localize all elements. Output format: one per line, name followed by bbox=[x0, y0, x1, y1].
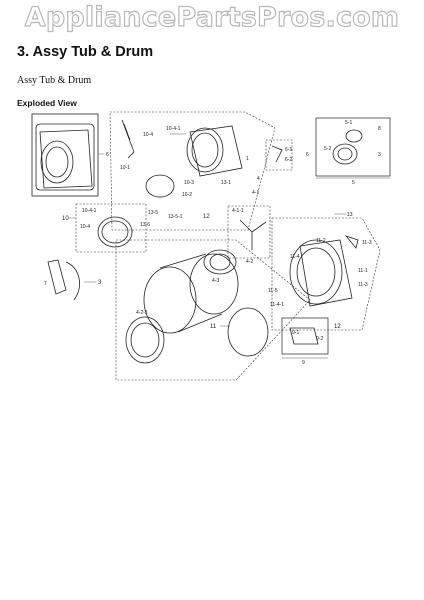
motor-group bbox=[315, 117, 391, 179]
callout-13-5: 13-5 bbox=[148, 210, 158, 216]
callout-5-2: 5-2 bbox=[324, 146, 331, 152]
callout-11-4-1: 11-4-1 bbox=[270, 302, 284, 308]
front-panel-group bbox=[109, 111, 276, 231]
callout-6: 6 bbox=[106, 152, 109, 158]
callout-11-4: 11-4 bbox=[290, 254, 300, 260]
callout-10-3: 10-3 bbox=[184, 180, 194, 186]
callout-7: 7 bbox=[44, 281, 47, 287]
callout-9: 9 bbox=[302, 360, 305, 366]
view-title: Exploded View bbox=[17, 98, 77, 108]
callout-4-2-1: 4-2-1 bbox=[136, 310, 148, 316]
callout-11-3-top: 11-3 bbox=[362, 240, 372, 246]
callout-1: 1 bbox=[246, 156, 249, 162]
callout-13-6: 13-6 bbox=[140, 222, 150, 228]
hinge-group bbox=[47, 259, 96, 301]
damper-group bbox=[281, 317, 329, 359]
callout-9-1: 9-1 bbox=[292, 330, 299, 336]
spider-group bbox=[203, 205, 271, 275]
callout-13-1: 13-1 bbox=[221, 180, 231, 186]
callout-10-4-1: 10-4-1 bbox=[166, 126, 181, 132]
callout-3: 3 bbox=[378, 152, 381, 158]
tub-front-group bbox=[220, 307, 269, 357]
callout-4-2: 4-2 bbox=[246, 259, 253, 265]
callout-5-1: 5-1 bbox=[345, 120, 352, 126]
door-gasket-group bbox=[68, 203, 147, 253]
callout-11-3: 11-3 bbox=[358, 282, 368, 288]
callout-10: 10 bbox=[62, 216, 69, 222]
assembly-inset bbox=[31, 113, 104, 197]
callout-4-1-1: 4-1-1 bbox=[232, 208, 244, 214]
section-title: 3. Assy Tub & Drum bbox=[17, 44, 154, 60]
watermark: AppliancePartsPros.com bbox=[24, 1, 400, 33]
callout-10-4-1b: 10-4-1 bbox=[82, 208, 97, 214]
callout-9-2: 9-2 bbox=[316, 336, 323, 342]
callout-5: 5 bbox=[352, 180, 355, 186]
callout-11-1: 11-1 bbox=[358, 268, 368, 274]
callout-6b: 6 bbox=[306, 152, 309, 158]
drum-group bbox=[115, 239, 311, 381]
callout-11-2: 11-2 bbox=[316, 238, 326, 244]
callout-6-2: 6-2 bbox=[285, 157, 292, 163]
callout-4-1: 4-1 bbox=[252, 190, 259, 196]
subtitle: Assy Tub & Drum bbox=[17, 75, 92, 86]
callout-6-1: 6-1 bbox=[285, 147, 292, 153]
callout-10-4: 10-4 bbox=[143, 132, 153, 138]
callout-4: 4 bbox=[257, 176, 260, 182]
callout-10-4b: 10-4 bbox=[80, 224, 90, 230]
callout-10-2: 10-2 bbox=[182, 192, 192, 198]
callout-8: 8 bbox=[378, 126, 381, 132]
callout-4-3: 4-3 bbox=[212, 278, 219, 284]
bracket-group bbox=[265, 139, 293, 171]
callout-13-5-1: 13-5-1 bbox=[168, 214, 183, 220]
callout-3b: 3 bbox=[98, 280, 102, 286]
callout-11: 11 bbox=[210, 324, 217, 330]
callout-13: 13 bbox=[347, 212, 353, 218]
callout-10-1: 10-1 bbox=[120, 165, 130, 171]
callout-12: 12 bbox=[203, 214, 210, 220]
callout-12b: 12 bbox=[334, 324, 341, 330]
callout-11-5: 11-5 bbox=[268, 288, 278, 294]
outer-tub-group bbox=[271, 213, 381, 331]
